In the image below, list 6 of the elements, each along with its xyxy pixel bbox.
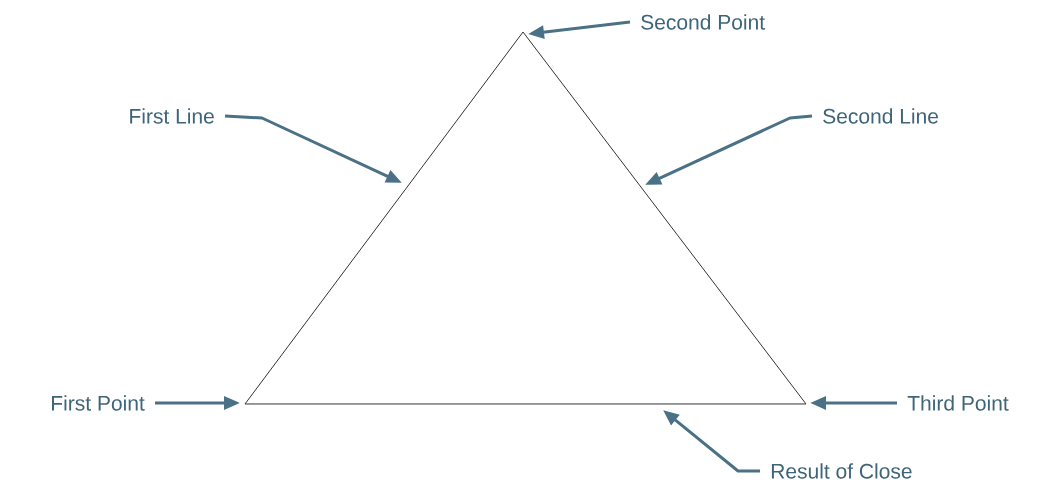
- callout-label: Third Point: [907, 395, 1009, 411]
- callout-label: First Line: [130, 108, 214, 124]
- callout-label: First Point: [52, 395, 145, 411]
- callout-label: Second Line: [823, 108, 938, 124]
- callout-label: Result of Close: [771, 463, 912, 479]
- callout-label: Second Point: [641, 14, 765, 30]
